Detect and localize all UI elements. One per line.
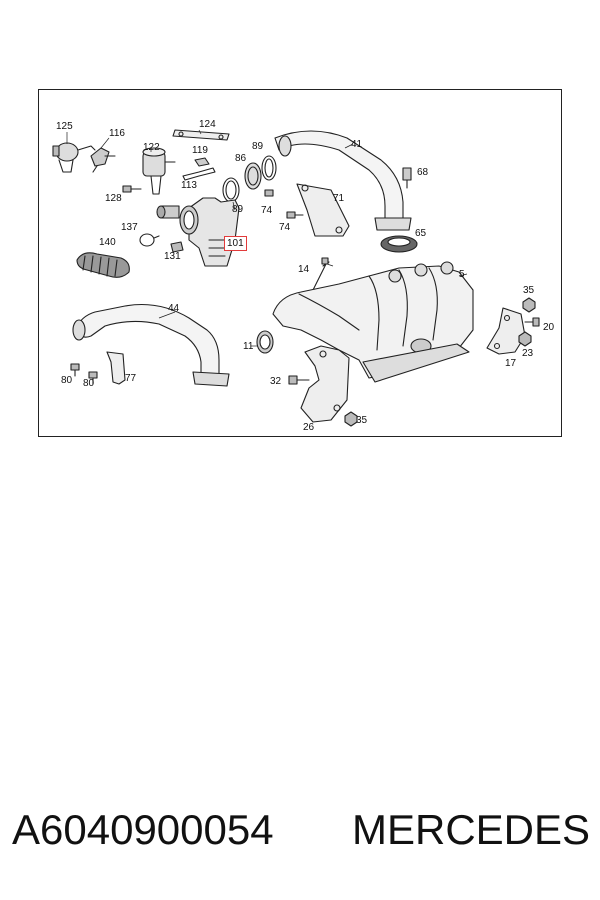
part-number: A6040900054 xyxy=(12,806,274,853)
callout-86: 86 xyxy=(235,153,247,164)
bracket-part-77 xyxy=(106,351,126,385)
callout-17: 17 xyxy=(505,358,517,369)
callout-68: 68 xyxy=(417,167,429,178)
callout-11: 11 xyxy=(243,341,254,352)
callout-32: 32 xyxy=(270,376,282,387)
nut-part-35 xyxy=(344,297,536,427)
callout-44: 44 xyxy=(168,303,180,314)
callout-20: 20 xyxy=(543,322,555,333)
callout-14: 14 xyxy=(298,264,310,275)
callout-41: 41 xyxy=(351,139,363,150)
hose-clamp-part-137 xyxy=(139,233,160,247)
callout-80-left: 80 xyxy=(61,375,73,386)
bracket-part-17 xyxy=(486,307,526,355)
callout-74-lower: 74 xyxy=(279,222,291,233)
callout-137: 137 xyxy=(121,222,138,233)
bracket-part-124 xyxy=(172,129,230,141)
screw-part-80 xyxy=(70,363,98,385)
vacuum-actuator-part xyxy=(52,142,96,173)
nut-part-119 xyxy=(194,157,210,167)
callout-89-upper: 89 xyxy=(252,141,264,152)
callout-101-highlighted[interactable]: 101 xyxy=(224,236,247,251)
screw-part-20 xyxy=(524,317,540,327)
parts-diagram-frame: 125 116 124 122 119 89 86 41 68 113 128 … xyxy=(38,89,562,437)
callout-80-right: 80 xyxy=(83,378,95,389)
callout-35-upper: 35 xyxy=(523,285,535,296)
callout-35-lower: 35 xyxy=(356,415,368,426)
leader-lines xyxy=(66,129,468,347)
callout-124: 124 xyxy=(199,119,216,130)
gasket-part-65 xyxy=(380,235,418,253)
pressure-transducer-part xyxy=(142,147,176,195)
seal-ring-part-89 xyxy=(222,155,277,203)
callout-89-lower: 89 xyxy=(232,204,244,215)
callout-74-upper: 74 xyxy=(261,205,273,216)
callout-131: 131 xyxy=(164,251,181,262)
seal-ring-part-11 xyxy=(256,330,274,354)
bolt-part-32 xyxy=(288,375,310,385)
fitting-part-131 xyxy=(170,241,184,253)
callout-119: 119 xyxy=(192,145,208,156)
charge-air-pipe-41 xyxy=(274,130,412,231)
callout-5: 5 xyxy=(459,269,465,280)
callout-65: 65 xyxy=(415,228,427,239)
callout-122: 122 xyxy=(143,142,160,153)
callout-140: 140 xyxy=(99,237,116,248)
product-caption: A6040900054 MERCEDES xyxy=(0,806,600,856)
bolt-part-14 xyxy=(312,257,330,291)
screw-part-128 xyxy=(122,185,142,193)
callout-26: 26 xyxy=(303,422,315,433)
bracket-part-71 xyxy=(296,183,350,237)
check-valve-part xyxy=(90,147,116,173)
callout-23: 23 xyxy=(522,348,534,359)
exploded-parts-diagram xyxy=(52,129,540,427)
brand-name: MERCEDES xyxy=(352,806,591,853)
sensor-part-68 xyxy=(402,167,412,189)
screw-part-74 xyxy=(264,189,304,219)
seal-ring-part-86 xyxy=(244,162,262,190)
callout-71: 71 xyxy=(333,193,345,204)
callout-128: 128 xyxy=(105,193,122,204)
clip-part-113 xyxy=(182,167,216,181)
callout-125: 125 xyxy=(56,121,73,132)
callout-77: 77 xyxy=(125,373,137,384)
nut-part-23 xyxy=(518,331,532,347)
callout-116: 116 xyxy=(109,128,125,139)
charge-air-pipe-44 xyxy=(72,303,230,387)
callout-113: 113 xyxy=(181,180,197,191)
bracket-part-26 xyxy=(300,345,350,423)
hose-part-140 xyxy=(76,252,130,278)
intake-manifold-part-5 xyxy=(272,261,474,383)
